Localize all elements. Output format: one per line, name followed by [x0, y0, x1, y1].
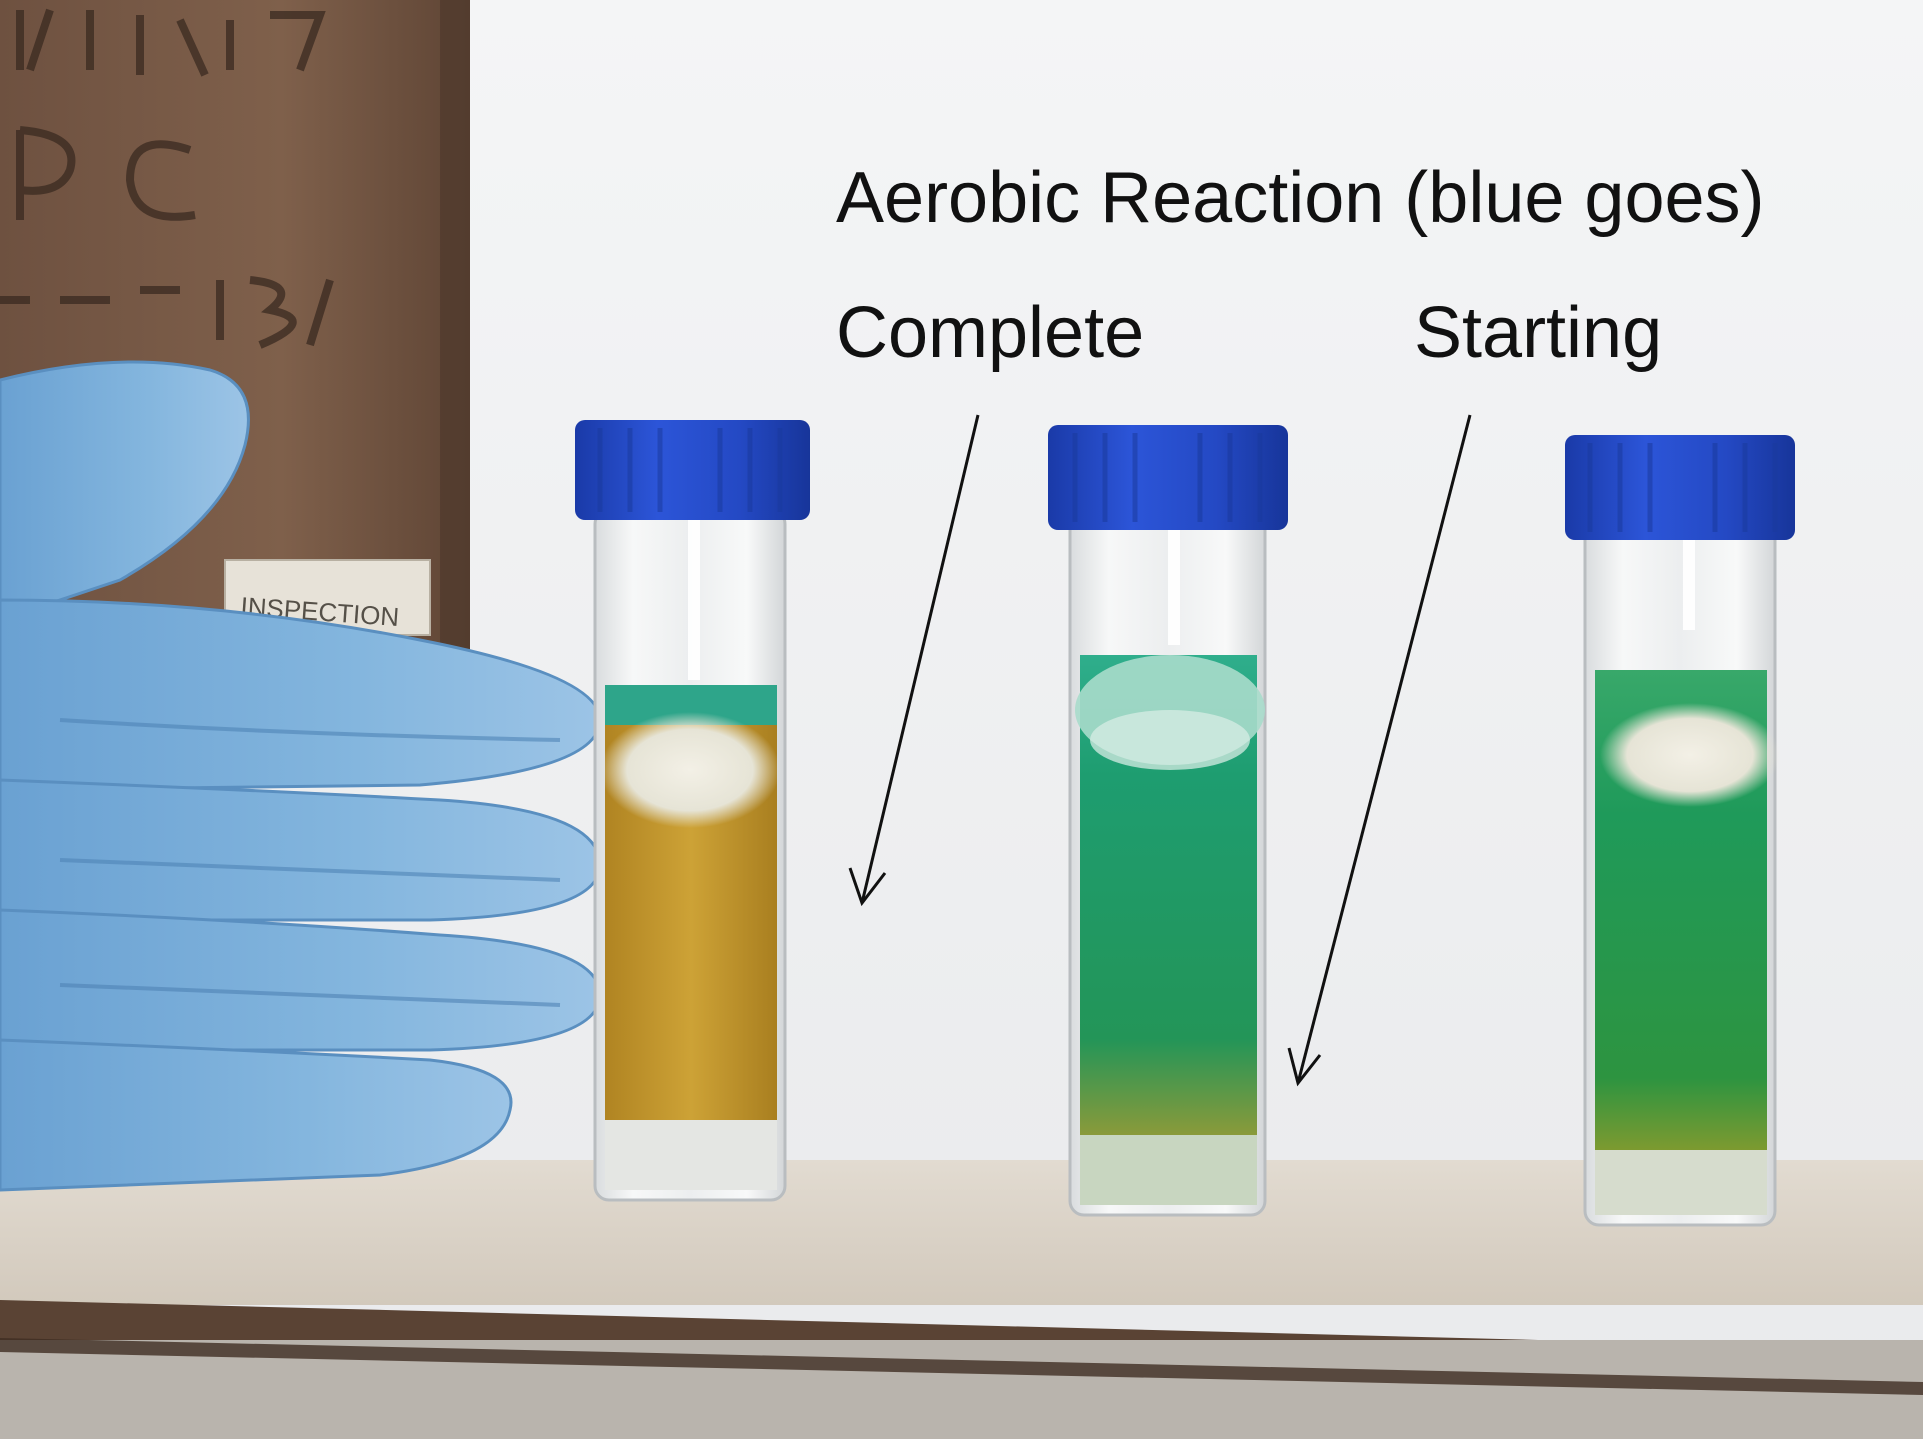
annotation-complete: Complete — [836, 293, 1145, 373]
cap-right — [1565, 435, 1795, 540]
glove-shadows — [59, 718, 561, 1007]
table-surface — [0, 1160, 1923, 1439]
arrow-starting — [1287, 414, 1472, 1087]
box-lettering — [0, 8, 334, 349]
annotation-starting: Starting — [1414, 293, 1663, 373]
vial-complete — [575, 420, 810, 1202]
cap-middle — [1048, 425, 1288, 530]
gloved-hand — [0, 360, 602, 1192]
annotation-title: Aerobic Reaction (blue goes) — [836, 158, 1765, 238]
vial-middle — [1048, 425, 1288, 1217]
arrow-complete — [848, 414, 980, 907]
cap-complete — [575, 420, 810, 520]
vial-right — [1565, 435, 1795, 1227]
